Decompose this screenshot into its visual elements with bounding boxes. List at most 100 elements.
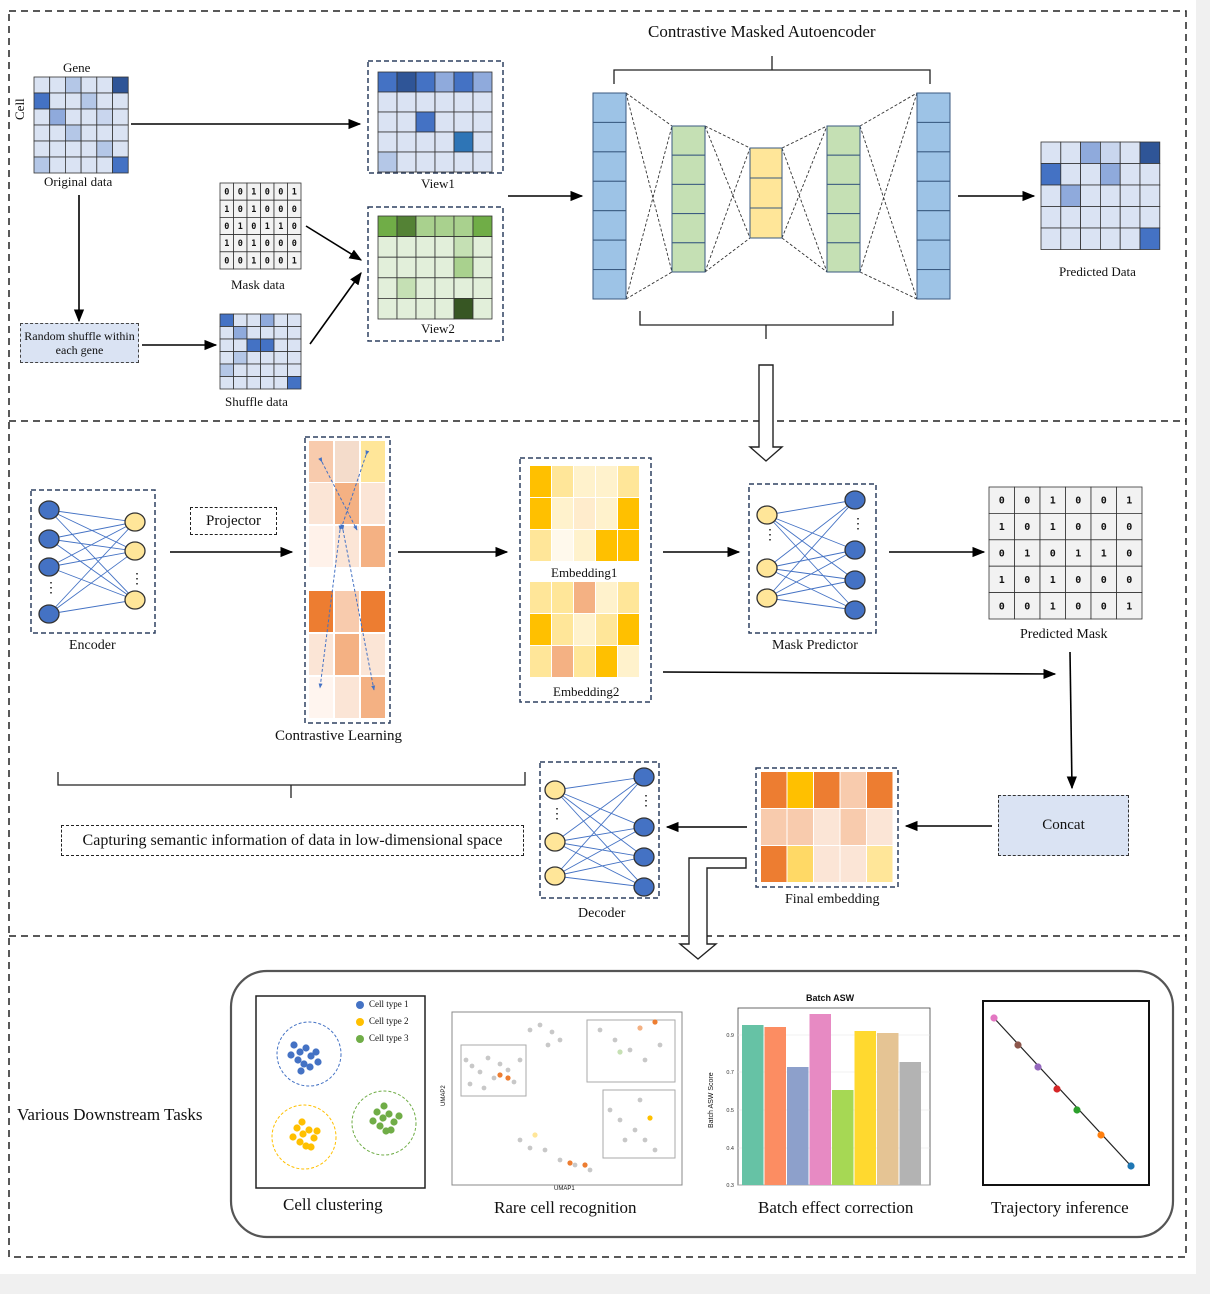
- predictor-ellipsis-left: ⋮: [763, 528, 777, 543]
- contrastive-cell: [335, 526, 359, 567]
- autoencoder-layer-1: [592, 92, 627, 123]
- downstream-tasks-title: Various Downstream Tasks: [17, 1105, 203, 1124]
- predicted-data-cell: [1139, 227, 1161, 250]
- original-data-cell: [65, 76, 82, 94]
- task-label-rare-cell: Rare cell recognition: [494, 1198, 637, 1217]
- predicted-data-label: Predicted Data: [1059, 264, 1136, 279]
- predicted-data-cell: [1080, 206, 1101, 229]
- predicted-mask-value: 0: [999, 601, 1005, 612]
- encoder-node: [124, 512, 146, 532]
- contrastive-cell: [335, 483, 359, 524]
- umap-point: [612, 1037, 618, 1043]
- view1-cell: [415, 71, 436, 93]
- mask-predictor-edge: [766, 514, 856, 611]
- view1-frame: [367, 60, 504, 174]
- predicted-mask-value: 1: [1050, 575, 1056, 586]
- trajectory-point-6: [1097, 1131, 1105, 1139]
- original-data-cell: [65, 92, 82, 110]
- view1-cell: [396, 91, 417, 113]
- view2-cell: [453, 236, 474, 258]
- umap-rare-point: [582, 1162, 588, 1168]
- autoencoder-link: [704, 147, 751, 273]
- original-data-cell: [96, 76, 113, 94]
- embedding1-cell: [596, 498, 617, 529]
- autoencoder-layer-4: [826, 213, 861, 244]
- contrastive-arrow: [318, 525, 343, 689]
- umap-point: [511, 1079, 517, 1085]
- original-data-cell: [33, 76, 51, 94]
- shuffle-data-cell: [273, 351, 288, 365]
- final-embedding-frame: [755, 767, 899, 888]
- umap-rare-point: [652, 1019, 658, 1025]
- batch-asw-ylabel: Batch ASW Score: [708, 1072, 715, 1128]
- original-data-cell: [112, 92, 129, 110]
- umap-rare-point: [567, 1160, 573, 1166]
- original-data-cell: [80, 76, 98, 94]
- view2-cell: [434, 215, 455, 238]
- decoder-node: [544, 832, 566, 852]
- autoencoder-layer-3: [749, 207, 783, 239]
- view2-cell: [472, 297, 493, 320]
- umap-point: [542, 1147, 548, 1153]
- umap-point: [637, 1097, 643, 1103]
- mask-data-value: 0: [278, 205, 283, 215]
- mask-data-value: 0: [265, 256, 270, 266]
- decoder-node: [544, 866, 566, 886]
- view2-cell: [377, 256, 398, 279]
- flow-arrow-elbow: [678, 857, 747, 960]
- decoder-edge: [554, 789, 645, 888]
- view1-cell: [434, 131, 455, 153]
- autoencoder-link: [859, 125, 918, 300]
- batch-asw-bar-4: [809, 1014, 831, 1185]
- batch-asw-bar-2: [764, 1027, 786, 1185]
- view1-cell: [434, 151, 455, 173]
- predicted-mask-value: 0: [1024, 601, 1030, 612]
- shuffle-data-cell: [233, 313, 248, 327]
- predicted-mask-value: 1: [1024, 549, 1030, 560]
- shuffle-data-cell: [287, 376, 302, 390]
- contrastive-cell: [335, 677, 359, 718]
- cluster-1-point: [287, 1051, 295, 1059]
- view2-cell: [472, 277, 493, 299]
- batch-asw-bar-6: [854, 1031, 876, 1185]
- trajectory-panel: [982, 1000, 1150, 1186]
- batch-asw-tick-label: 0.9: [726, 1033, 734, 1039]
- embedding2-cell: [618, 582, 639, 613]
- predicted-data-cell: [1119, 141, 1141, 164]
- predicted-data-cell: [1080, 163, 1101, 186]
- mask-data-value: 0: [238, 239, 243, 249]
- predicted-data-cell: [1040, 163, 1062, 186]
- embedding2-cell: [596, 582, 617, 613]
- batch-asw-bar-8: [899, 1062, 921, 1185]
- final-embedding-cell: [840, 846, 866, 882]
- mask-data-value: 1: [224, 239, 229, 249]
- predicted-mask-value: 0: [1024, 496, 1030, 507]
- concat-text: Concat: [1042, 817, 1085, 833]
- predicted-mask-value: 1: [1075, 549, 1081, 560]
- cluster-2-point: [289, 1133, 297, 1141]
- decoder-edge: [554, 875, 645, 888]
- autoencoder-layer-2: [671, 154, 706, 185]
- cluster-1-point: [294, 1056, 302, 1064]
- autoencoder-link: [704, 237, 751, 273]
- contrastive-cell: [361, 441, 385, 482]
- encoder-edge: [48, 521, 136, 540]
- shuffle-data-cell: [246, 351, 261, 365]
- outer-frame: [8, 10, 1187, 1258]
- mask-data-value: 1: [278, 222, 283, 232]
- shuffle-data-cell: [273, 326, 288, 340]
- shuffle-data-cell: [246, 363, 261, 377]
- decoder-edge: [554, 826, 645, 877]
- predicted-mask-value: 0: [1075, 522, 1081, 533]
- view2-cell: [434, 277, 455, 299]
- original-data-cell: [33, 92, 51, 110]
- view1-cell: [396, 131, 417, 153]
- final-embedding-cell: [761, 809, 787, 845]
- original-data-cell: [49, 156, 66, 174]
- view1-cell: [377, 91, 398, 113]
- view2-cell: [453, 256, 474, 279]
- shuffle-data-cell: [273, 376, 288, 390]
- decoder-edge: [554, 789, 645, 828]
- original-data-cell: [49, 76, 66, 94]
